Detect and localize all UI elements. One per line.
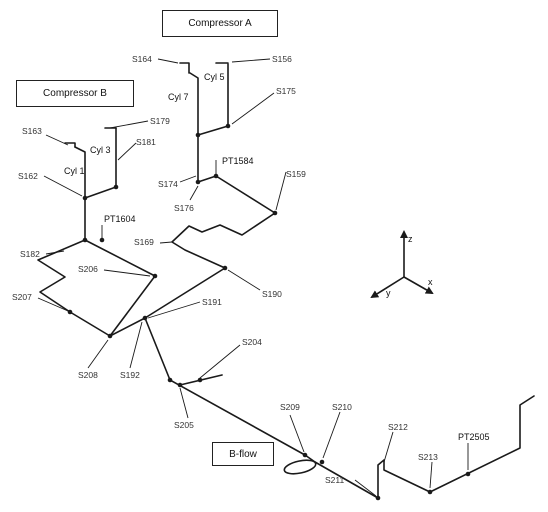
- node-markers: [67, 123, 471, 501]
- label-s174: S174: [158, 179, 178, 189]
- label-s208: S208: [78, 370, 98, 380]
- label-cyl7: Cyl 7: [168, 92, 189, 102]
- label-cyl3: Cyl 3: [90, 145, 111, 155]
- label-s163: S163: [22, 126, 42, 136]
- label-s207: S207: [12, 292, 32, 302]
- label-cyl5: Cyl 5: [204, 72, 225, 82]
- label-s181: S181: [136, 137, 156, 147]
- label-s164: S164: [132, 54, 152, 64]
- b-flow-label-box: B-flow: [212, 442, 274, 466]
- cylinder-labels: Cyl 5 Cyl 7 Cyl 3 Cyl 1: [64, 72, 225, 176]
- b-flow-label-text: B-flow: [229, 448, 257, 460]
- node-labels: S164 S156 S175 S174 S176 S179 S181 S163 …: [12, 54, 438, 485]
- main-header-line: [109, 267, 535, 499]
- label-s206: S206: [78, 264, 98, 274]
- axis-label-z: z: [408, 234, 413, 244]
- label-s159: S159: [286, 169, 306, 179]
- label-s156: S156: [272, 54, 292, 64]
- compressor-a-title: Compressor A: [162, 10, 278, 37]
- axis-label-x: x: [428, 277, 433, 287]
- label-s162: S162: [18, 171, 38, 181]
- label-s204: S204: [242, 337, 262, 347]
- label-s191: S191: [202, 297, 222, 307]
- label-s190: S190: [262, 289, 282, 299]
- compressor-b-title: Compressor B: [16, 80, 134, 107]
- sensor-labels: PT1584 PT1604 PT2505: [104, 156, 490, 442]
- label-s182: S182: [20, 249, 40, 259]
- label-s169: S169: [134, 237, 154, 247]
- label-s213: S213: [418, 452, 438, 462]
- label-s205: S205: [174, 420, 194, 430]
- label-s192: S192: [120, 370, 140, 380]
- label-s179: S179: [150, 116, 170, 126]
- label-s211: S211: [325, 475, 344, 485]
- label-pt1584: PT1584: [222, 156, 254, 166]
- label-pt2505: PT2505: [458, 432, 490, 442]
- label-s210: S210: [332, 402, 352, 412]
- axis-labels: z y x: [386, 234, 433, 298]
- compressor-b-title-text: Compressor B: [43, 88, 107, 99]
- label-s176: S176: [174, 203, 194, 213]
- label-pt1604: PT1604: [104, 214, 136, 224]
- axis-label-y: y: [386, 288, 391, 298]
- compressor-a-title-text: Compressor A: [188, 18, 252, 29]
- leader-lines: [37, 58, 469, 497]
- label-cyl1: Cyl 1: [64, 166, 85, 176]
- label-s209: S209: [280, 402, 300, 412]
- coordinate-axes: [370, 230, 434, 299]
- compressor-b-piping: [37, 127, 156, 337]
- label-s212: S212: [388, 422, 408, 432]
- label-s175: S175: [276, 86, 296, 96]
